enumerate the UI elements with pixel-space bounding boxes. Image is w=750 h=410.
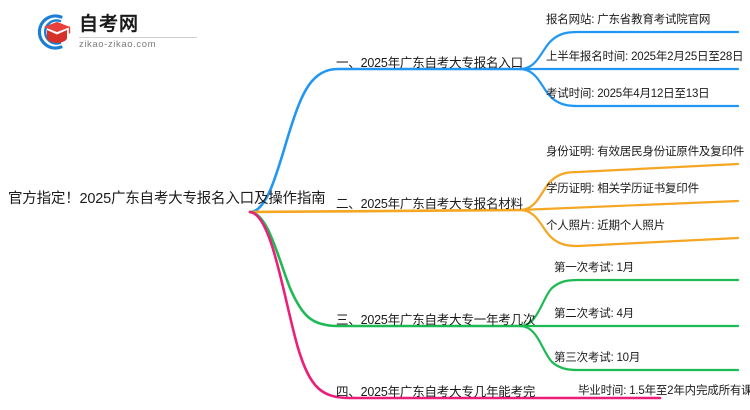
mindmap-branch-4[interactable]: 四、2025年广东自考大专几年能考完 <box>336 385 536 399</box>
mindmap-leaf-3-1[interactable]: 第一次考试: 1月 <box>554 262 634 274</box>
site-logo: 自考网 zikao-zikao.com <box>30 11 197 53</box>
wire-branch-2-child-2 <box>518 199 740 212</box>
mindmap-leaf-3-3[interactable]: 第三次考试: 10月 <box>554 352 641 364</box>
mindmap-leaf-4-1[interactable]: 毕业时间: 1.5年至2年内完成所有课程 <box>578 385 750 397</box>
logo-subtitle: zikao-zikao.com <box>79 38 157 50</box>
mindmap-leaf-2-2[interactable]: 学历证明: 相关学历证书复印件 <box>546 183 699 195</box>
mindmap-leaf-2-1[interactable]: 身份证明: 有效居民身份证原件及复印件 <box>546 146 745 158</box>
mindmap-root-node[interactable]: 官方指定！2025广东自考大专报名入口及操作指南 <box>8 191 326 207</box>
graduation-cap-logo-icon <box>30 11 72 53</box>
mindmap-leaf-1-3[interactable]: 考试时间: 2025年4月12日至13日 <box>546 88 710 100</box>
mindmap-branch-2[interactable]: 二、2025年广东自考大专报名材料 <box>336 197 523 211</box>
wire-root-branch-4 <box>248 210 662 400</box>
mindmap-leaf-3-2[interactable]: 第二次考试: 4月 <box>554 308 634 320</box>
mindmap-leaf-2-3[interactable]: 个人照片: 近期个人照片 <box>546 220 665 232</box>
mindmap-leaf-1-1[interactable]: 报名网站: 广东省教育考试院官网 <box>546 14 711 26</box>
logo-title: 自考网 <box>79 13 140 35</box>
mindmap-branch-3[interactable]: 三、2025年广东自考大专一年考几次 <box>336 313 536 327</box>
mindmap-branch-1[interactable]: 一、2025年广东自考大专报名入口 <box>336 56 523 70</box>
logo-divider <box>79 36 197 38</box>
logo-text: 自考网 zikao-zikao.com <box>79 13 197 50</box>
mindmap-leaf-1-2[interactable]: 上半年报名时间: 2025年2月25日至28日 <box>546 51 744 63</box>
wire-root-branch-3 <box>248 210 522 328</box>
